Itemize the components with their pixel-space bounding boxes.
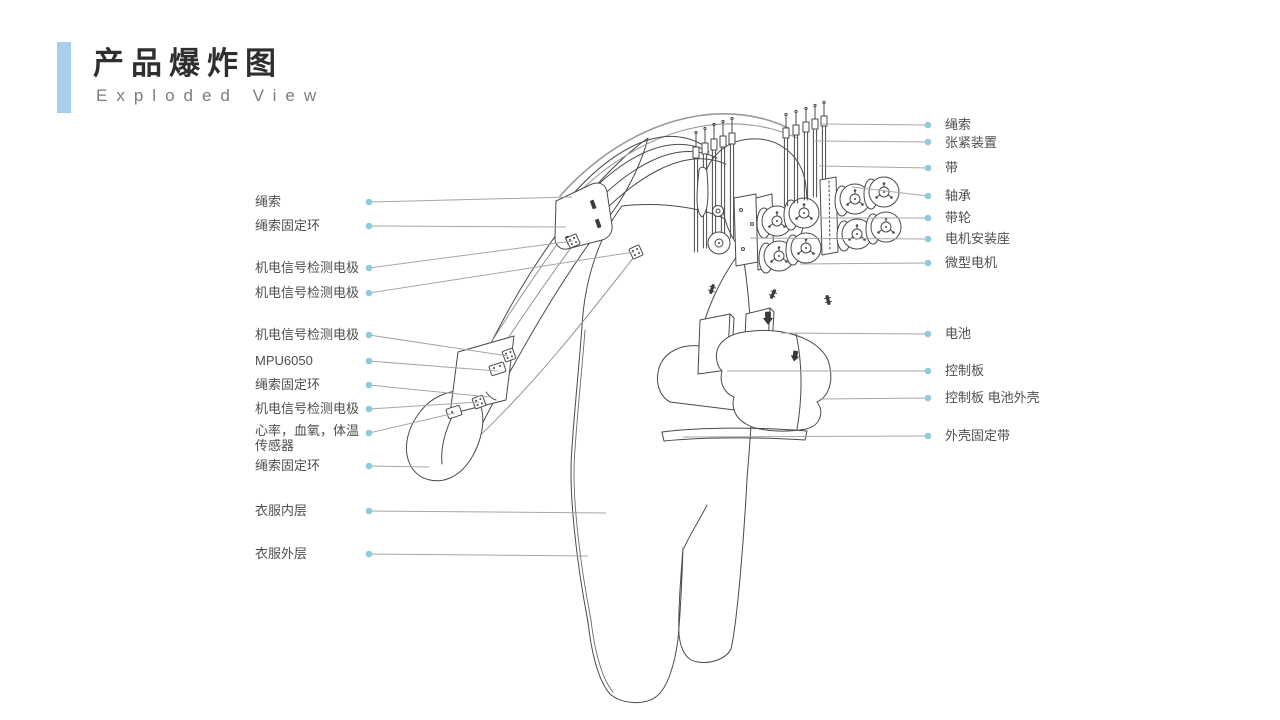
part-label-vitals-sensor: 心率，血氧，体温 传感器 bbox=[255, 423, 359, 453]
title-accent-bar bbox=[57, 42, 71, 113]
part-label-outer-garment: 衣服外层 bbox=[255, 546, 308, 561]
part-label-rope-left: 绳索 bbox=[255, 194, 282, 209]
shell-strap bbox=[661, 427, 808, 442]
part-label-micro-motor: 微型电机 bbox=[945, 255, 998, 270]
part-label-rope-ring-1: 绳索固定环 bbox=[255, 218, 321, 233]
leader-dots bbox=[365, 121, 932, 558]
pulley-and-plate bbox=[707, 193, 759, 267]
tensioner-bank-left bbox=[692, 116, 736, 253]
part-label-vitals-line1: 心率，血氧，体温 bbox=[255, 423, 360, 438]
part-label-emg-electrode-3: 机电信号检测电极 bbox=[255, 327, 360, 342]
rope-fixing-band bbox=[554, 182, 613, 250]
part-label-rope-ring-2: 绳索固定环 bbox=[255, 377, 321, 392]
part-label-vitals-line2: 传感器 bbox=[255, 438, 295, 453]
part-label-tensioner: 张紧装置 bbox=[945, 135, 998, 150]
electrodes bbox=[445, 233, 644, 420]
part-label-emg-electrode-1: 机电信号检测电极 bbox=[255, 260, 360, 275]
part-label-belt-pulley: 带轮 bbox=[945, 210, 972, 225]
vitals-sensor-module bbox=[445, 404, 463, 420]
part-label-battery: 电池 bbox=[945, 326, 972, 341]
part-label-motor-mount: 电机安装座 bbox=[945, 231, 1011, 246]
part-label-mpu6050: MPU6050 bbox=[255, 353, 313, 368]
motor-group-center bbox=[755, 193, 822, 274]
figure-glove bbox=[406, 390, 484, 482]
part-label-inner-garment: 衣服内层 bbox=[255, 503, 308, 518]
motor-group-right bbox=[819, 176, 902, 256]
part-label-control-battery-shell: 控制板 电池外壳 bbox=[945, 390, 1040, 405]
leader-lines bbox=[368, 123, 929, 557]
page-title: 产品爆炸图 bbox=[93, 46, 283, 81]
part-label-rope-ring-3: 绳索固定环 bbox=[255, 458, 321, 473]
part-label-shell-strap: 外壳固定带 bbox=[945, 428, 1011, 443]
figure-suit-body bbox=[570, 204, 753, 703]
part-label-rope-right: 绳索 bbox=[945, 117, 972, 132]
part-label-control-board: 控制板 bbox=[945, 363, 985, 378]
outer-shell bbox=[715, 329, 832, 432]
mpu6050-module bbox=[488, 361, 507, 377]
part-label-bearing: 轴承 bbox=[945, 188, 972, 203]
part-label-emg-electrode-2: 机电信号检测电极 bbox=[255, 285, 360, 300]
part-label-emg-electrode-4: 机电信号检测电极 bbox=[255, 401, 360, 416]
part-label-belt: 带 bbox=[945, 160, 959, 175]
page-subtitle: Exploded View bbox=[96, 86, 326, 105]
